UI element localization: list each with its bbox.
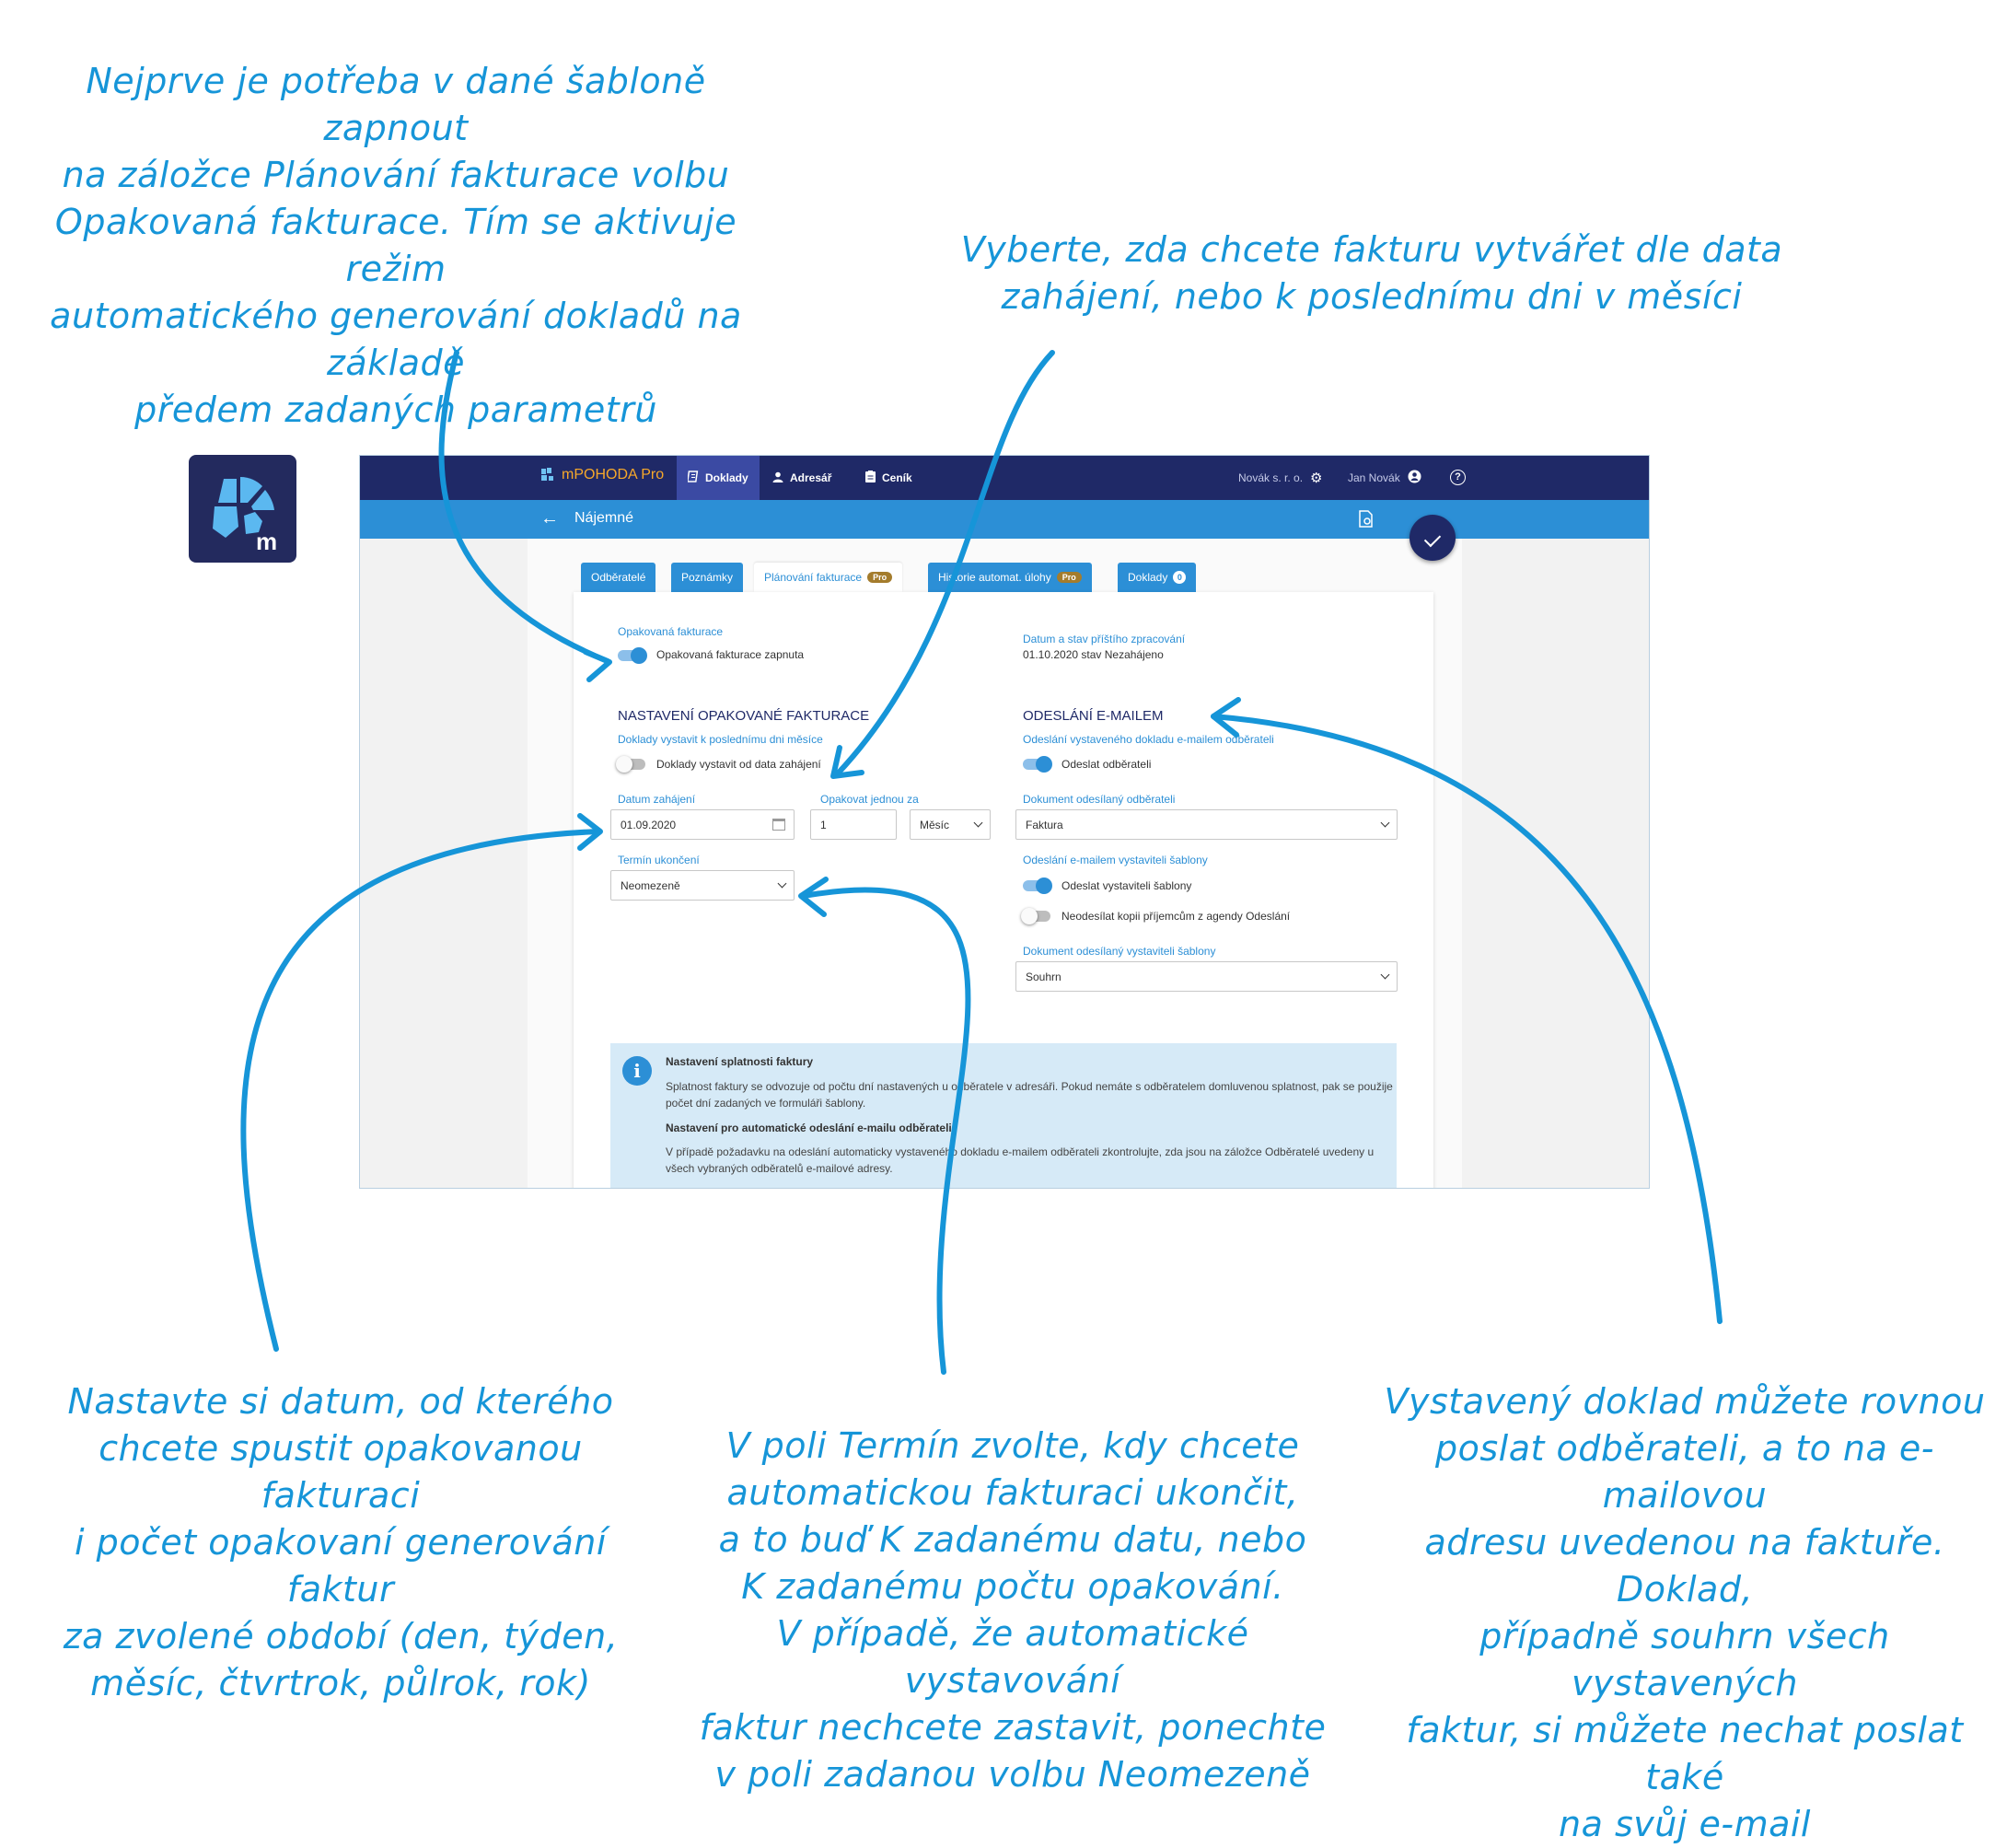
company-selector[interactable]: Novák s. r. o. ⚙ [1238,456,1322,500]
next-processing-value: 01.10.2020 stav Nezahájeno [1023,648,1164,661]
app-name: mPOHODA Pro [562,467,665,482]
next-processing-label: Datum a stav příštího zpracování [1023,633,1186,645]
tab-historie-label: Historie automat. úlohy [938,571,1051,584]
nav-doklady[interactable]: Doklady [677,456,760,500]
tab-planovani-label: Plánování fakturace [764,571,863,584]
pdf-preview-icon[interactable] [1359,510,1373,528]
issuer-doc-label: Dokument odesílaný vystaviteli šablony [1023,945,1216,958]
repeat-count-value: 1 [820,818,827,831]
chevron-down-icon [777,878,787,889]
info-heading-due: Nastavení splatnosti faktury [666,1055,814,1068]
no-copy-toggle[interactable] [1021,908,1050,924]
svg-text:m: m [256,528,277,555]
mpohoda-logo-icon: m [189,455,296,563]
app-brand[interactable]: mPOHODA Pro [539,467,664,483]
doklady-count-badge: 0 [1173,571,1187,584]
nav-adresar[interactable]: Adresář [761,456,842,500]
end-term-label: Termín ukončení [618,854,700,866]
nav-cenik[interactable]: Ceník [854,456,923,500]
page-title: Nájemné [574,510,634,526]
check-icon [1423,529,1442,548]
nav-cenik-label: Ceník [882,471,912,484]
info-text-email: V případě požadavku na odeslání automati… [666,1145,1375,1175]
start-date-value: 01.09.2020 [621,818,677,831]
send-issuer-toggle-label: Odeslat vystaviteli šablony [1062,879,1192,892]
issue-last-day-label: Doklady vystavit k poslednímu dni měsíce [618,733,823,746]
planning-form-card: Opakovaná fakturace Opakovaná fakturace … [574,592,1433,1188]
gear-icon: ⚙ [1310,471,1323,486]
period-select[interactable]: Měsíc [910,809,991,840]
company-name: Novák s. r. o. [1238,471,1304,484]
help-icon[interactable]: ? [1450,470,1466,485]
annotation-top-left: Nejprve je potřeba v dané šabloně zapnou… [50,61,742,430]
recurring-toggle[interactable] [618,647,647,664]
info-text-due: Splatnost faktury se odvozuje od počtu d… [666,1080,1393,1110]
send-customer-label: Odeslání vystaveného dokladu e-mailem od… [1023,733,1274,746]
person-icon [772,471,783,485]
send-issuer-toggle[interactable] [1023,878,1052,894]
annotation-top-right: Vyberte, zda chcete fakturu vytvářet dle… [960,229,1783,317]
chevron-down-icon [1380,818,1390,828]
pro-badge: Pro [867,572,893,583]
back-arrow-icon[interactable]: ← [540,508,559,529]
issuer-doc-select[interactable]: Souhrn [1015,961,1398,992]
tab-doklady-label: Doklady [1128,571,1168,584]
customer-doc-value: Faktura [1026,818,1063,831]
no-copy-toggle-label: Neodesílat kopii příjemcům z agendy Odes… [1062,910,1291,923]
pro-badge: Pro [1056,572,1082,583]
tab-historie[interactable]: Historie automat. úlohy Pro [928,563,1092,592]
save-confirm-button[interactable] [1410,515,1456,561]
repeat-label: Opakovat jednou za [820,793,919,806]
send-customer-toggle[interactable] [1023,756,1052,773]
send-issuer-label: Odeslání e-mailem vystaviteli šablony [1023,854,1208,866]
issuer-doc-value: Souhrn [1026,970,1062,983]
top-navigation-bar: mPOHODA Pro Doklady Adresář Ceník Novák … [360,456,1649,500]
repeat-count-input[interactable]: 1 [810,809,897,840]
pricelist-icon [865,471,876,485]
recurring-label: Opakovaná fakturace [618,625,724,638]
recurring-toggle-label: Opakovaná fakturace zapnuta [656,648,805,661]
nav-adresar-label: Adresář [790,471,832,484]
issue-from-start-label: Doklady vystavit od data zahájení [656,758,821,771]
user-menu[interactable]: Jan Novák [1348,456,1421,500]
chevron-down-icon [973,818,983,828]
customer-doc-label: Dokument odesílaný odběrateli [1023,793,1176,806]
info-heading-email: Nastavení pro automatické odeslání e-mai… [666,1122,952,1134]
start-date-label: Datum zahájení [618,793,696,806]
start-date-input[interactable]: 01.09.2020 [610,809,795,840]
tab-odberatele-label: Odběratelé [591,571,646,584]
issue-from-start-toggle[interactable] [616,756,645,773]
brand-icon [539,467,556,483]
period-value: Měsíc [920,818,950,831]
tab-poznamky[interactable]: Poznámky [671,563,744,592]
tab-planovani-fakturace[interactable]: Plánování fakturace Pro [754,563,903,592]
account-icon [1408,470,1421,486]
end-term-select[interactable]: Neomezeně [610,870,795,901]
settings-header: NASTAVENÍ OPAKOVANÉ FAKTURACE [618,708,870,724]
end-term-value: Neomezeně [621,878,680,892]
customer-doc-select[interactable]: Faktura [1015,809,1398,840]
tab-odberatele[interactable]: Odběratelé [581,563,656,592]
email-header: ODESLÁNÍ E-MAILEM [1023,708,1164,724]
annotation-bottom-left: Nastavte si datum, od kterého chcete spu… [63,1381,619,1703]
annotation-bottom-center: V poli Termín zvolte, kdy chcete automat… [699,1425,1327,1795]
nav-doklady-label: Doklady [705,471,748,484]
chevron-down-icon [1380,970,1390,980]
calendar-icon[interactable] [772,819,785,831]
user-name: Jan Novák [1348,471,1400,484]
send-customer-toggle-label: Odeslat odběrateli [1062,758,1152,771]
info-box: i Nastavení splatnosti faktury Splatnost… [610,1043,1397,1188]
receipt-icon [686,471,699,485]
page-header-bar: ← Nájemné [360,500,1649,539]
annotation-bottom-right: Vystavený doklad můžete rovnou poslat od… [1384,1381,1986,1844]
app-screenshot: mPOHODA Pro Doklady Adresář Ceník Novák … [359,455,1650,1189]
info-icon: i [622,1056,652,1086]
tab-doklady[interactable]: Doklady 0 [1118,563,1197,592]
tab-poznamky-label: Poznámky [681,571,734,584]
